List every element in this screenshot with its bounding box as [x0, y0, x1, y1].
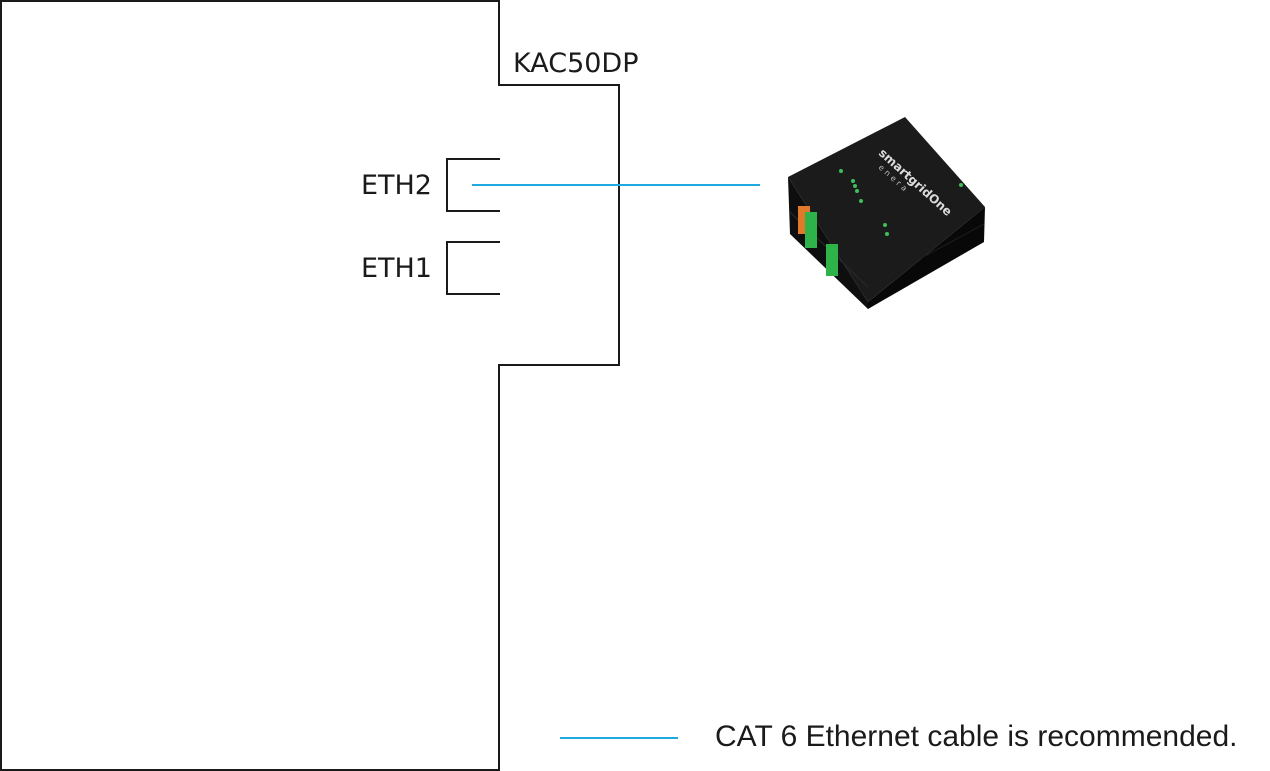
charger-cabinet	[0, 0, 500, 771]
status-led	[839, 169, 843, 173]
eth1-label: ETH1	[360, 253, 432, 284]
status-led	[855, 189, 859, 193]
kac50dp-controller-box	[498, 84, 620, 366]
device-right-face	[868, 207, 985, 309]
ethernet-cable-line	[472, 184, 760, 186]
green-terminal-block-lower	[826, 244, 838, 276]
device-top-face	[788, 117, 985, 302]
legend-text: CAT 6 Ethernet cable is recommended.	[715, 720, 1238, 753]
status-led	[853, 184, 857, 188]
status-led	[885, 232, 889, 236]
eth2-label: ETH2	[360, 170, 432, 201]
legend-cable-swatch	[560, 737, 678, 739]
kac50dp-label: KAC50DP	[513, 48, 639, 79]
green-terminal-block	[805, 212, 817, 248]
status-led	[859, 199, 863, 203]
status-led	[959, 183, 963, 187]
status-led	[851, 179, 855, 183]
eth1-port	[446, 241, 500, 295]
status-led	[883, 223, 887, 227]
device-seam-right	[867, 223, 985, 288]
smartgridone-device-image: smartgridOne enera	[788, 117, 985, 309]
